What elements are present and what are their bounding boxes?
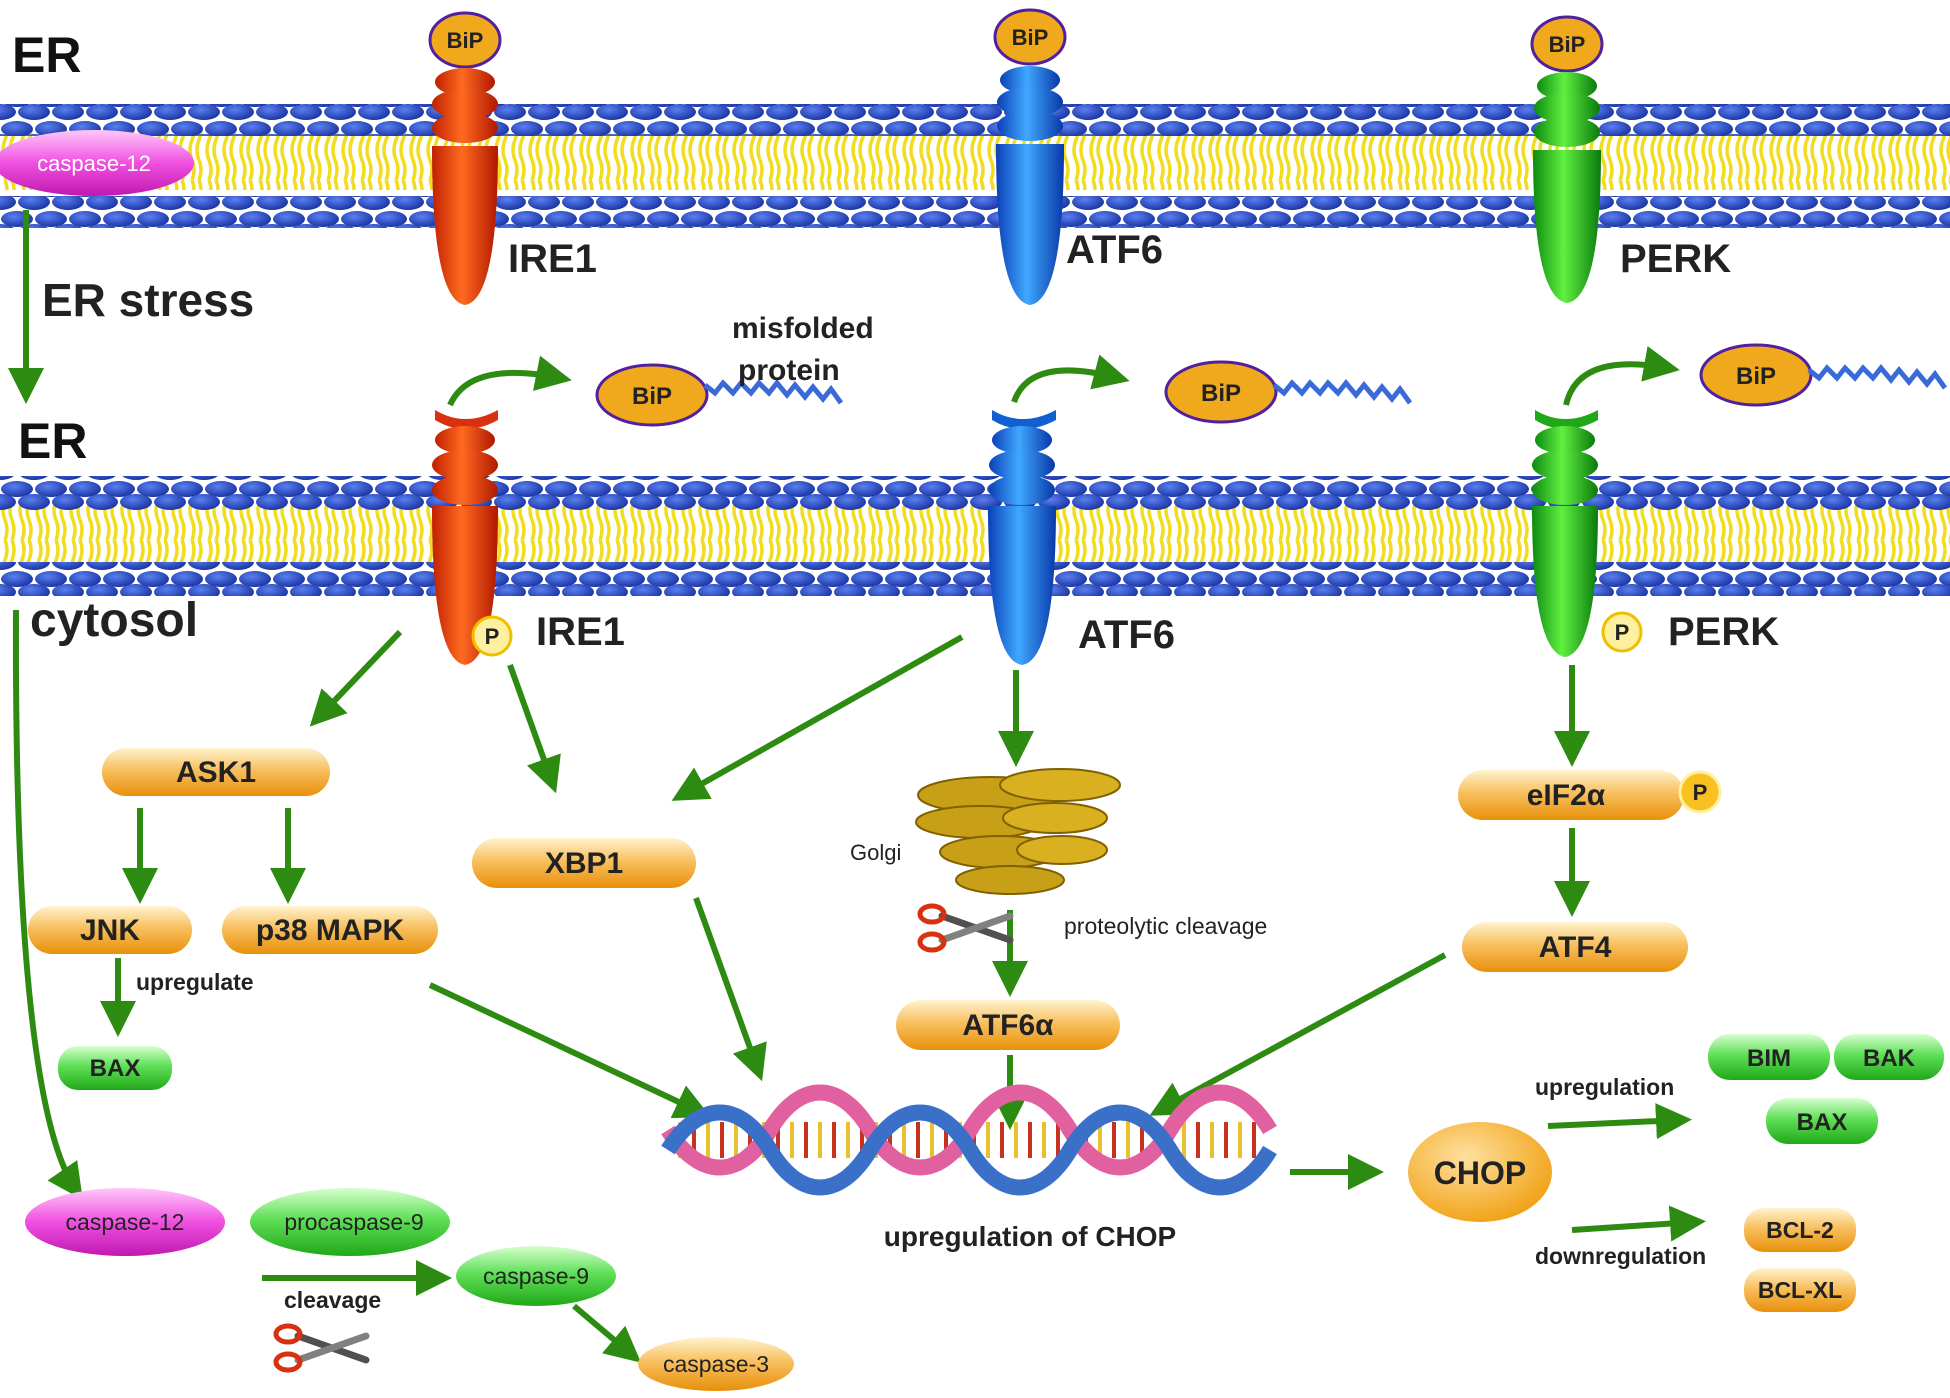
- ask1-label: ASK1: [176, 756, 256, 789]
- perk-phospho: P: [1615, 620, 1630, 645]
- proteolytic-cleavage-label: proteolytic cleavage: [1064, 913, 1267, 939]
- caspase3-label: caspase-3: [663, 1351, 769, 1377]
- bottom-er-title: ER: [18, 413, 87, 469]
- dna-helix-icon: [661, 1084, 1277, 1196]
- top-caspase12-node: caspase-12: [0, 130, 194, 196]
- bax-left-label: BAX: [90, 1055, 141, 1082]
- xbp1-node: XBP1: [472, 838, 696, 888]
- upregulation-label: upregulation: [1535, 1074, 1674, 1100]
- atf6a-label: ATF6α: [962, 1009, 1054, 1042]
- eif2a-phospho: P: [1693, 780, 1708, 805]
- top-membrane: [0, 104, 1950, 228]
- jnk-label: JNK: [80, 914, 140, 947]
- p38-node: p38 MAPK: [222, 906, 438, 954]
- er-stress-label: ER stress: [42, 274, 254, 326]
- p38-label: p38 MAPK: [256, 914, 405, 947]
- bottom-atf6-receptor: [988, 410, 1056, 665]
- released-bip-atf6: BiP: [1011, 354, 1413, 424]
- bax-right-label: BAX: [1797, 1109, 1848, 1136]
- top-ire1-receptor: BiP: [428, 11, 502, 305]
- atf6-scissors-icon: [920, 906, 1010, 950]
- released-bip-atf6-label: BiP: [1201, 380, 1241, 407]
- golgi-icon: [915, 768, 1121, 895]
- top-perk-label: PERK: [1620, 237, 1731, 281]
- bax-right-node: BAX: [1766, 1098, 1878, 1144]
- atf4-label: ATF4: [1539, 931, 1612, 964]
- bax-left-node: BAX: [58, 1046, 172, 1090]
- bcl2-node: BCL-2: [1744, 1208, 1856, 1252]
- cytosol-label: cytosol: [30, 594, 198, 647]
- bottom-perk-receptor: P: [1532, 410, 1643, 657]
- top-perk-receptor: BiP: [1530, 15, 1604, 303]
- bak-label: BAK: [1863, 1045, 1916, 1072]
- bclxl-node: BCL-XL: [1744, 1268, 1856, 1312]
- bottom-perk-label: PERK: [1668, 610, 1779, 654]
- released-bip-perk-label: BiP: [1736, 363, 1776, 390]
- top-er-title: ER: [12, 27, 81, 83]
- eif2a-node: eIF2α P: [1458, 770, 1722, 820]
- chop-upregulation-label: upregulation of CHOP: [884, 1221, 1176, 1252]
- caspase9-label: caspase-9: [483, 1263, 589, 1289]
- caspase9-node: caspase-9: [456, 1246, 616, 1306]
- ire1-phospho: P: [485, 624, 500, 649]
- golgi-label: Golgi: [850, 840, 901, 865]
- bottom-atf6-label: ATF6: [1078, 613, 1175, 657]
- caspase12-node: caspase-12: [25, 1188, 225, 1256]
- xbp1-label: XBP1: [545, 847, 623, 880]
- jnk-node: JNK: [28, 906, 192, 954]
- procaspase9-node: procaspase-9: [250, 1188, 450, 1256]
- bottom-ire1-label: IRE1: [536, 610, 625, 654]
- misfolded-line2: protein: [738, 354, 840, 387]
- misfolded-line1: misfolded: [732, 312, 874, 345]
- ask1-node: ASK1: [102, 748, 330, 796]
- caspase3-node: caspase-3: [638, 1337, 794, 1391]
- caspase-scissors-icon: [276, 1326, 366, 1370]
- atf4-node: ATF4: [1462, 922, 1688, 972]
- bim-node: BIM: [1708, 1034, 1830, 1080]
- top-atf6-label: ATF6: [1066, 228, 1163, 272]
- atf6a-node: ATF6α: [896, 1000, 1120, 1050]
- cleavage-label: cleavage: [284, 1287, 381, 1313]
- bcl2-label: BCL-2: [1766, 1217, 1834, 1243]
- chop-node: CHOP: [1408, 1122, 1552, 1222]
- procaspase9-label: procaspase-9: [284, 1209, 423, 1235]
- top-atf6-receptor: BiP: [993, 8, 1067, 305]
- top-perk-bip-label: BiP: [1549, 32, 1586, 57]
- upregulate-label: upregulate: [136, 969, 254, 995]
- top-ire1-bip-label: BiP: [447, 28, 484, 53]
- top-ire1-label: IRE1: [508, 237, 597, 281]
- released-bip-ire1: BiP misfolded protein: [447, 312, 874, 427]
- chop-label: CHOP: [1434, 1155, 1526, 1191]
- caspase12-label: caspase-12: [66, 1209, 185, 1235]
- top-atf6-bip-label: BiP: [1012, 25, 1049, 50]
- bottom-ire1-receptor: P: [432, 410, 513, 665]
- bak-node: BAK: [1834, 1034, 1944, 1080]
- eif2a-label: eIF2α: [1527, 779, 1606, 812]
- released-bip-ire1-label: BiP: [632, 383, 672, 410]
- bclxl-label: BCL-XL: [1758, 1277, 1842, 1303]
- bim-label: BIM: [1747, 1045, 1791, 1072]
- released-bip-perk: BiP: [1563, 343, 1948, 407]
- pathway-arrows: [12, 609, 1706, 1363]
- top-caspase12-label: caspase-12: [37, 151, 151, 176]
- downregulation-label: downregulation: [1535, 1243, 1706, 1269]
- bottom-membrane: [0, 476, 1950, 596]
